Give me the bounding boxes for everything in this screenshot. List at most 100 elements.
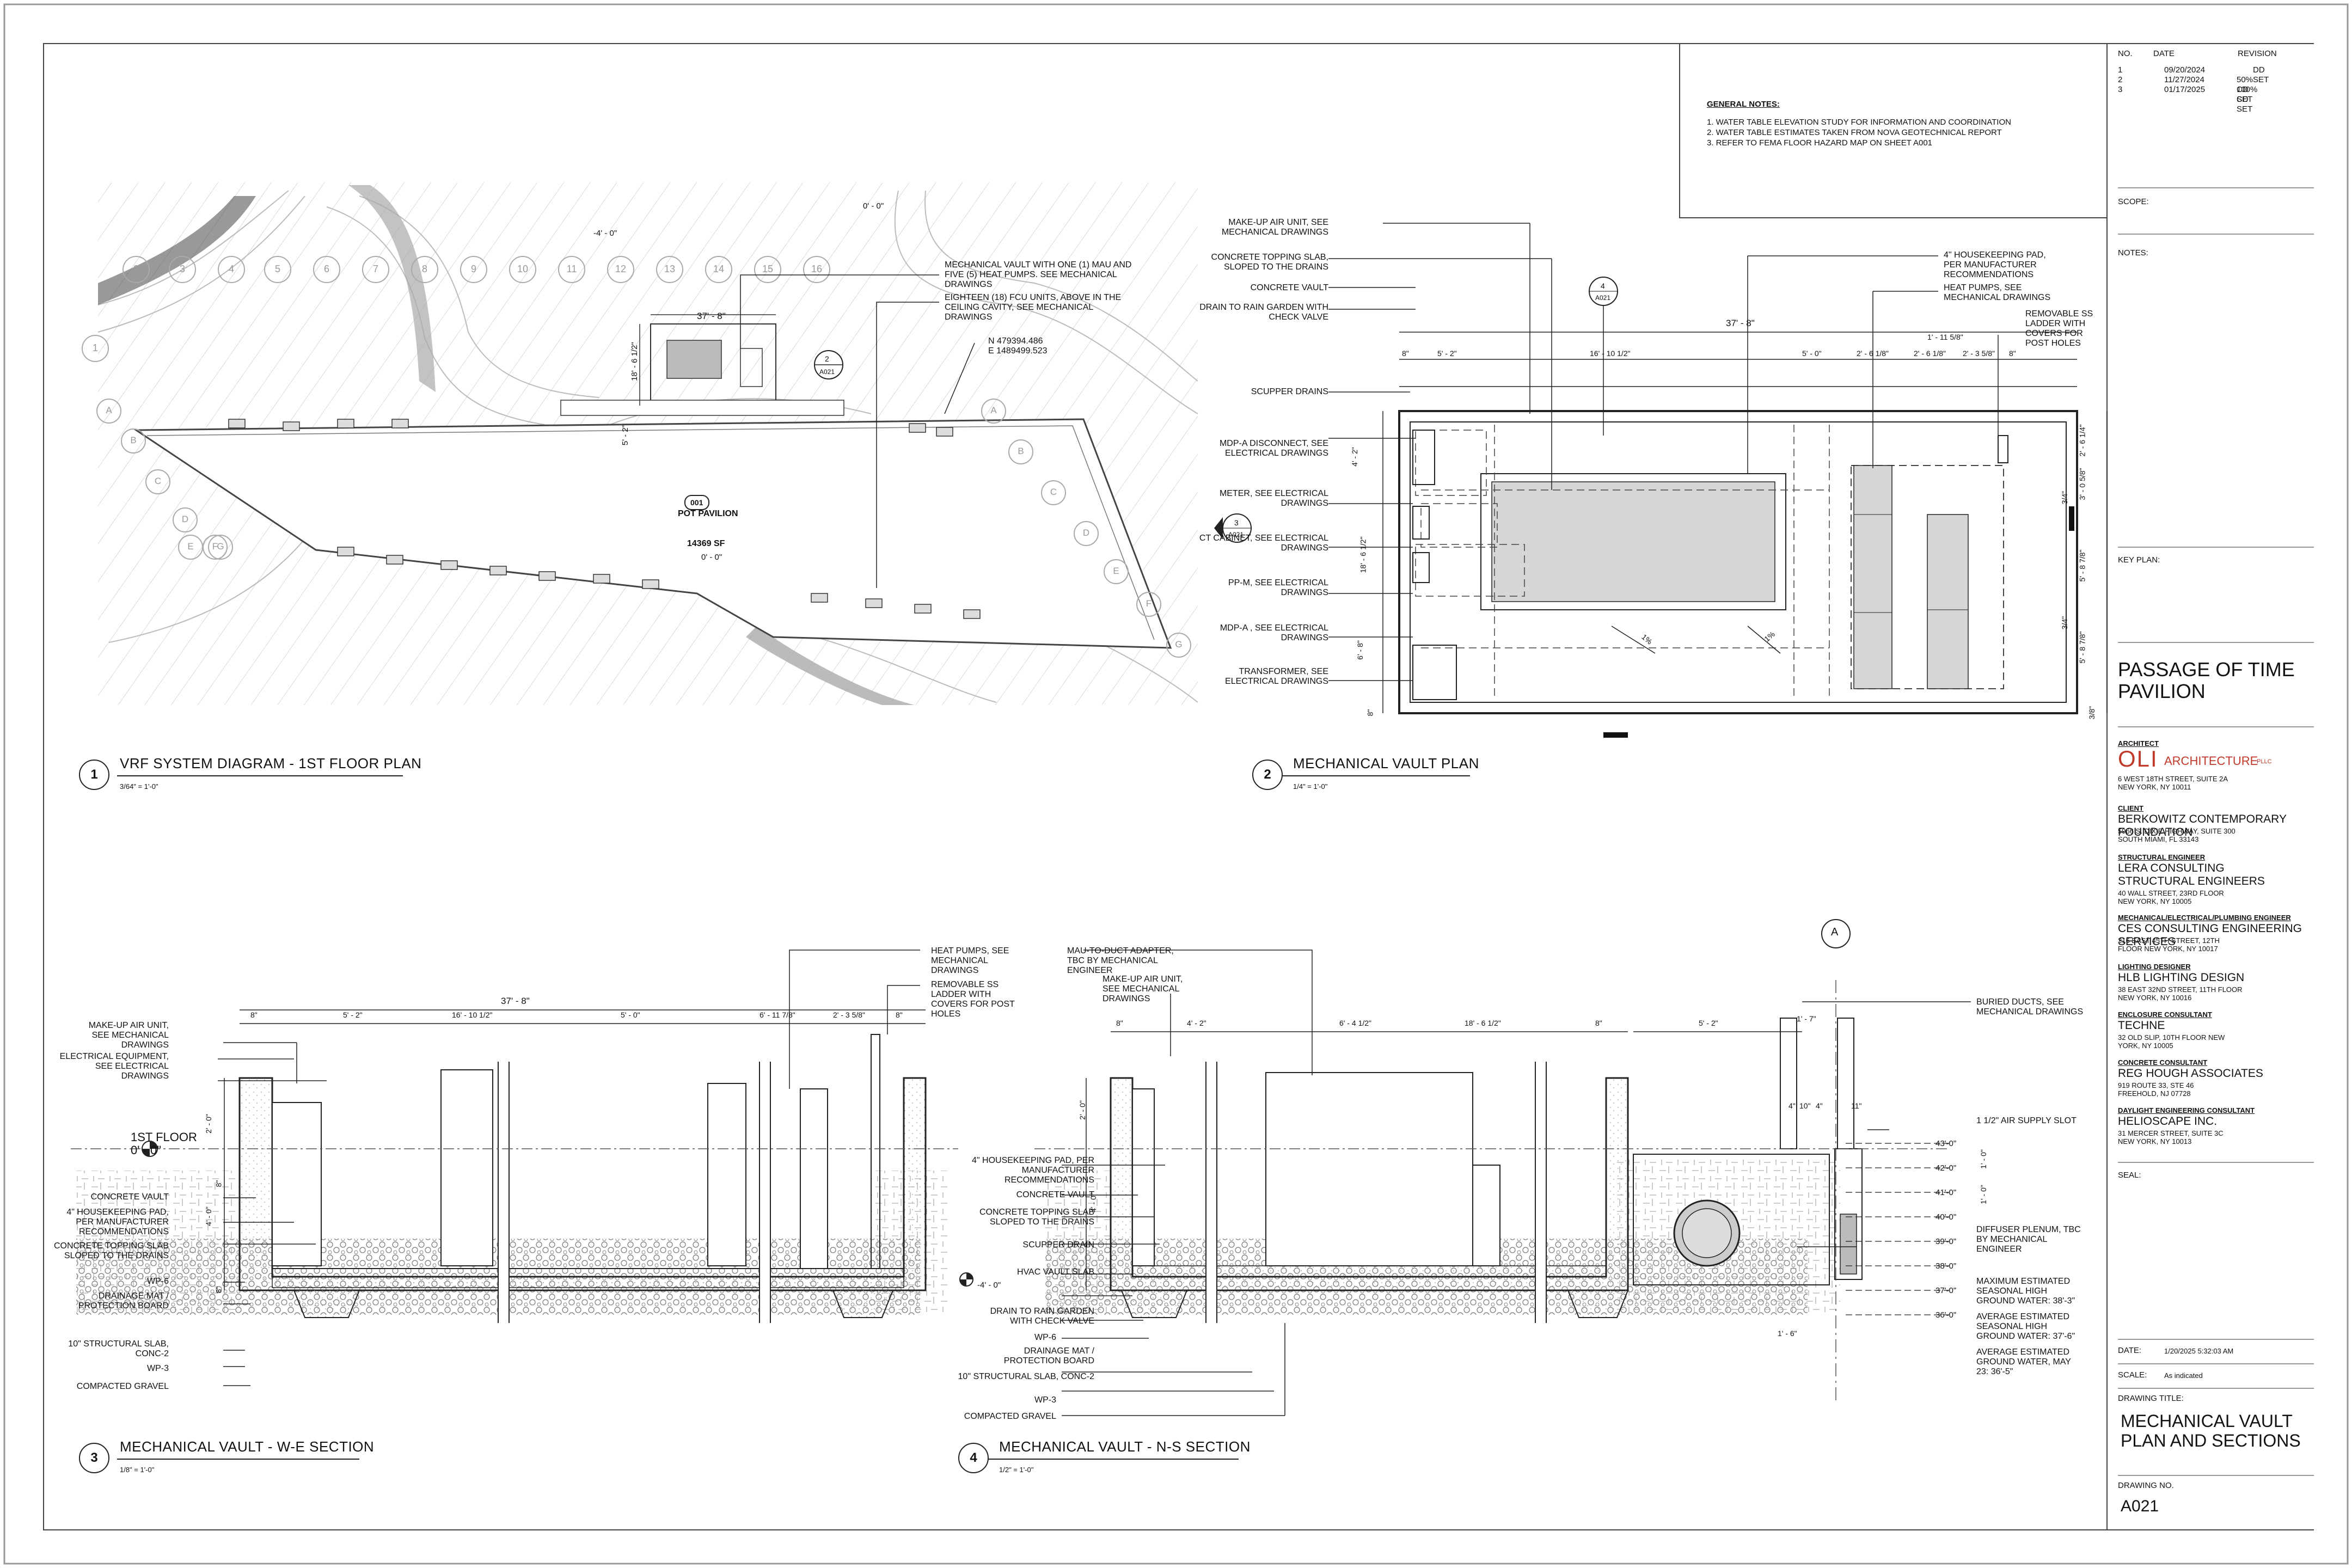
v4-note-drainage: DRAINAGE MAT / PROTECTION BOARD [1003, 1346, 1094, 1365]
grid-number: 9 [470, 264, 476, 274]
scope-label: SCOPE: [2118, 197, 2149, 206]
grid-bubble [173, 507, 198, 532]
grid-bubble [1008, 439, 1033, 464]
grid-letter: D [181, 514, 189, 524]
v4-note-gravel: COMPACTED GRAVEL [964, 1412, 1056, 1421]
project-title: PASSAGE OF TIME PAVILION [2118, 658, 2295, 702]
grid-bubble [509, 256, 536, 283]
structural-addr: 40 WALL STREET, 23RD FLOOR NEW YORK, NY … [2118, 889, 2224, 905]
grid-letter: C [154, 476, 162, 486]
v3-note-pad: 4" HOUSEKEEPING PAD, PER MANUFACTURER RE… [66, 1208, 169, 1236]
concrete-label: CONCRETE CONSULTANT [2118, 1058, 2208, 1067]
grid-number: 4 [228, 264, 234, 274]
grid-letter: B [130, 435, 137, 445]
v3-note-drainage: DRAINAGE MAT / PROTECTION BOARD [78, 1291, 169, 1310]
grid-bubble [1104, 559, 1129, 584]
elevation-label: 39'-0" [1935, 1237, 1957, 1246]
grid-bubble [362, 256, 389, 283]
v2-dim-50: 5' - 0" [1802, 349, 1822, 358]
drawing-title-label: DRAWING TITLE: [2118, 1394, 2184, 1403]
v2-tag-b-sheet: A021 [1228, 531, 1244, 538]
grid-number: 1 [92, 342, 98, 353]
grid-bubble [313, 256, 340, 283]
drawing-no: A021 [2121, 1497, 2159, 1515]
revision-cell: 50% CD SET [2237, 75, 2253, 104]
dimension-label: 4' - 0" [1088, 1193, 1098, 1212]
fcu-unit [593, 574, 610, 584]
v2-dim-r58b: 5' - 8 7/8" [2078, 631, 2087, 664]
fcu-unit [337, 547, 354, 556]
rev-header-revision: REVISION [2238, 49, 2277, 58]
elevation-label: 36'-0" [1935, 1310, 1957, 1320]
v3-level-elev: 0' - 0" [131, 1143, 162, 1157]
v4-note-may-gw: AVERAGE ESTIMATED GROUND WATER, MAY 23: … [1976, 1347, 2071, 1376]
revision-cell: 100% CD SET [2237, 85, 2258, 114]
dimension-label: 1' - 0" [1979, 1149, 1988, 1169]
structural-label: STRUCTURAL ENGINEER [2118, 853, 2206, 861]
structural-name: LERA CONSULTING STRUCTURAL ENGINEERS [2118, 862, 2265, 887]
concrete-name: REG HOUGH ASSOCIATES [2118, 1067, 2263, 1080]
grid-number: 6 [323, 264, 329, 274]
v4-note-max-gw: MAXIMUM ESTIMATED SEASONAL HIGH GROUND W… [1976, 1277, 2075, 1306]
view1-site-plan [82, 182, 1198, 705]
v3-note-elec: ELECTRICAL EQUIPMENT, SEE ELECTRICAL DRA… [59, 1052, 169, 1081]
grid-letter: E [187, 541, 194, 552]
fcu-unit [642, 579, 659, 589]
fcu-unit [909, 423, 926, 433]
grid-number: 7 [372, 264, 378, 274]
elevation-label: 43'-0" [1935, 1139, 1957, 1148]
dimension-label: 1' - 6" [1778, 1329, 1797, 1338]
view1-title: VRF SYSTEM DIAGRAM - 1ST FLOOR PLAN [120, 755, 422, 771]
fcu-unit [538, 571, 556, 581]
grid-number: 16 [811, 264, 823, 274]
v3-dim-50: 5' - 0" [621, 1010, 640, 1019]
v4-note-plenum: DIFFUSER PLENUM, TBC BY MECHANICAL ENGIN… [1976, 1225, 2081, 1254]
fcu-unit [228, 419, 246, 428]
view2-number: 2 [1252, 759, 1283, 790]
architect-suffix: PLLC [2257, 758, 2272, 765]
elevation-label: 38'-0" [1935, 1261, 1957, 1271]
v4-grid-a: A [1831, 926, 1839, 938]
fcu-unit [963, 609, 981, 619]
v3-dim-overall: 37' - 8" [501, 996, 530, 1006]
revision-cell: 11/27/2024 [2164, 75, 2204, 84]
architect-label: ARCHITECT [2118, 739, 2159, 748]
mep-label: MECHANICAL/ELECTRICAL/PLUMBING ENGINEER [2118, 914, 2291, 922]
v2-dim-l68: 6' - 8" [1355, 640, 1364, 660]
dimension-label: 4' - 2" [1187, 1019, 1206, 1027]
v2-dim-26b: 2' - 6 1/8" [1914, 349, 1946, 358]
elevation-label: 37'-0" [1935, 1286, 1957, 1295]
client-name: BERKOWITZ CONTEMPORARY FOUNDATION [2118, 813, 2287, 838]
v2-note-disconnect: MDP-A DISCONNECT, SEE ELECTRICAL DRAWING… [1219, 439, 1328, 458]
grid-letter: G [1175, 639, 1183, 650]
revision-cell: 2 [2118, 75, 2123, 84]
dimension-label: 8" [1595, 1019, 1602, 1027]
grid-bubble [656, 256, 683, 283]
daylight-label: DAYLIGHT ENGINEERING CONSULTANT [2118, 1106, 2255, 1114]
v4-note-adapter: MAU-TO-DUCT ADAPTER, TBC BY MECHANICAL E… [1067, 946, 1174, 975]
notes-label: NOTES: [2118, 248, 2148, 258]
seal-label: SEAL: [2118, 1171, 2141, 1180]
mep-addr: 216 EAST 45TH STREET, 12TH FLOOR NEW YOR… [2118, 936, 2220, 953]
v2-note-ppm: PP-M, SEE ELECTRICAL DRAWINGS [1228, 578, 1328, 597]
client-label: CLIENT [2118, 804, 2143, 812]
revision-cell: 1 [2118, 65, 2123, 75]
v2-note-mdpa: MDP-A , SEE ELECTRICAL DRAWINGS [1220, 623, 1328, 642]
grid-letter: D [1082, 528, 1090, 538]
v2-note-pad: 4" HOUSEKEEPING PAD, PER MANUFACTURER RE… [1944, 250, 2046, 279]
grid-bubble [145, 469, 170, 494]
v1-pavilion-name: POT PAVILION [678, 509, 738, 518]
v1-pavilion-no: 001 [690, 498, 703, 507]
v4-note-topping: CONCRETE TOPPING SLAB SLOPED TO THE DRAI… [979, 1208, 1094, 1227]
general-note-2: 2. WATER TABLE ESTIMATES TAKEN FROM NOVA… [1707, 128, 2002, 137]
grid-bubble [82, 335, 109, 362]
v2-note-drain: DRAIN TO RAIN GARDEN WITH CHECK VALVE [1199, 303, 1328, 322]
v2-tag-a-num: 4 [1601, 281, 1605, 290]
enclosure-name: TECHNE [2118, 1019, 2165, 1032]
grid-bubble [1074, 521, 1099, 546]
dimension-label: 5' - 2" [1699, 1019, 1718, 1027]
grid-bubble [607, 256, 634, 283]
dimension-label: 1' - 0" [1979, 1185, 1988, 1204]
v4-note-slot: 1 1/2" AIR SUPPLY SLOT [1976, 1116, 2077, 1125]
